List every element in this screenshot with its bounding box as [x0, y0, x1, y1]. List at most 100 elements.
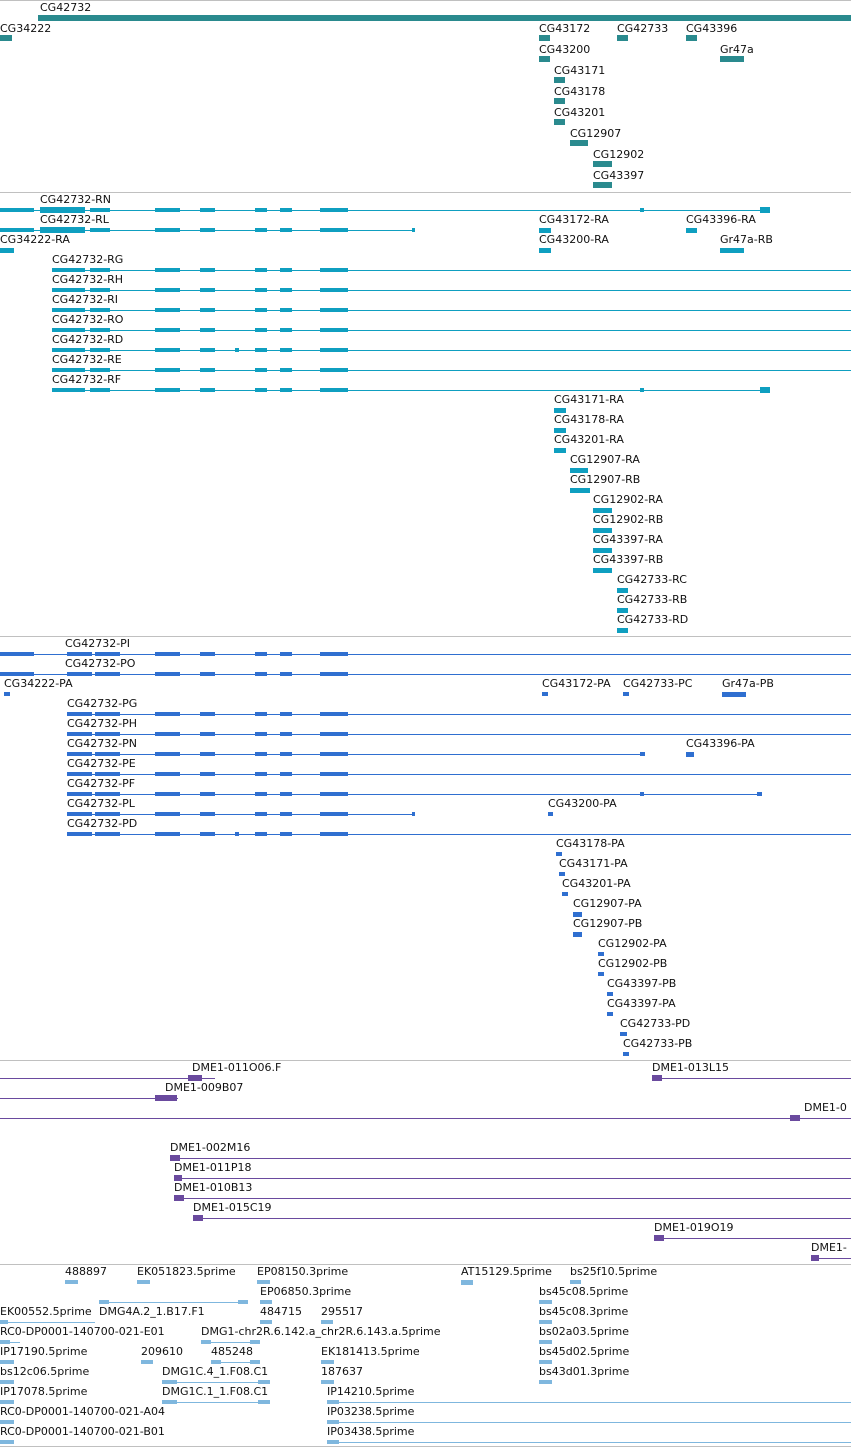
feature-exon-block[interactable] — [255, 308, 267, 312]
feature-exon-block[interactable] — [255, 672, 267, 676]
feature-exon-block[interactable] — [162, 1400, 177, 1404]
feature-exon-block[interactable] — [280, 672, 292, 676]
feature-label[interactable]: DME1-009B07 — [165, 1081, 244, 1094]
feature-exon-block[interactable] — [539, 1360, 552, 1364]
feature-exon-block[interactable] — [573, 932, 582, 937]
feature-label[interactable]: 488897 — [65, 1265, 107, 1278]
feature-label[interactable]: CG12902-PA — [598, 937, 667, 950]
feature-exon-block[interactable] — [67, 732, 92, 736]
feature-exon-block[interactable] — [200, 288, 215, 292]
feature-exon-block[interactable] — [640, 208, 644, 212]
feature-exon-block[interactable] — [200, 812, 215, 816]
feature-exon-block[interactable] — [200, 712, 215, 716]
feature-exon-block[interactable] — [623, 1052, 629, 1056]
feature-exon-block[interactable] — [200, 652, 215, 656]
feature-label[interactable]: CG12902-RB — [593, 513, 664, 526]
feature-exon-block[interactable] — [686, 228, 697, 233]
feature-exon-block[interactable] — [623, 692, 629, 696]
feature-exon-block[interactable] — [554, 77, 565, 83]
feature-exon-block[interactable] — [280, 752, 292, 756]
feature-exon-block[interactable] — [0, 35, 12, 41]
feature-label[interactable]: CG43201-PA — [562, 877, 631, 890]
feature-label[interactable]: DME1- — [811, 1241, 847, 1254]
feature-exon-block[interactable] — [320, 208, 348, 212]
feature-exon-block[interactable] — [95, 652, 120, 656]
feature-exon-block[interactable] — [321, 1360, 334, 1364]
feature-exon-block[interactable] — [617, 628, 628, 633]
feature-exon-block[interactable] — [280, 772, 292, 776]
feature-label[interactable]: CG43397 — [593, 169, 645, 182]
feature-label[interactable]: DME1-019O19 — [654, 1221, 734, 1234]
feature-exon-block[interactable] — [593, 161, 612, 167]
feature-exon-block[interactable] — [255, 368, 267, 372]
feature-label[interactable]: CG43396-RA — [686, 213, 756, 226]
feature-exon-block[interactable] — [255, 752, 267, 756]
feature-exon-block[interactable] — [280, 208, 292, 212]
feature-exon-block[interactable] — [155, 772, 180, 776]
feature-exon-block[interactable] — [95, 772, 120, 776]
feature-label[interactable]: CG43397-RB — [593, 553, 664, 566]
feature-label[interactable]: CG43171-RA — [554, 393, 624, 406]
feature-exon-block[interactable] — [90, 388, 110, 392]
feature-exon-block[interactable] — [255, 792, 267, 796]
feature-exon-block[interactable] — [640, 792, 644, 796]
feature-exon-block[interactable] — [760, 207, 770, 213]
feature-label[interactable]: CG42732-RI — [52, 293, 119, 306]
feature-exon-block[interactable] — [40, 207, 85, 213]
feature-label[interactable]: Gr47a-RB — [720, 233, 773, 246]
feature-exon-block[interactable] — [95, 812, 120, 816]
feature-exon-block[interactable] — [255, 228, 267, 232]
feature-label[interactable]: CG42733 — [617, 22, 669, 35]
feature-exon-block[interactable] — [162, 1380, 177, 1384]
feature-exon-block[interactable] — [67, 812, 92, 816]
feature-label[interactable]: IP17190.5prime — [0, 1345, 88, 1358]
feature-label[interactable]: CG34222-RA — [0, 233, 70, 246]
feature-exon-block[interactable] — [52, 288, 85, 292]
feature-exon-block[interactable] — [235, 832, 239, 836]
feature-exon-block[interactable] — [790, 1115, 800, 1121]
feature-exon-block[interactable] — [200, 732, 215, 736]
feature-exon-block[interactable] — [280, 368, 292, 372]
feature-exon-block[interactable] — [90, 228, 110, 232]
feature-exon-block[interactable] — [255, 832, 267, 836]
feature-label[interactable]: CG43172-PA — [542, 677, 611, 690]
feature-exon-block[interactable] — [542, 692, 548, 696]
feature-label[interactable]: CG12907-RA — [570, 453, 640, 466]
feature-exon-block[interactable] — [90, 288, 110, 292]
feature-exon-block[interactable] — [235, 348, 239, 352]
feature-label[interactable]: CG12902 — [593, 148, 645, 161]
feature-exon-block[interactable] — [320, 228, 348, 232]
feature-label[interactable]: CG42733-RB — [617, 593, 688, 606]
feature-exon-block[interactable] — [0, 1340, 10, 1344]
feature-exon-block[interactable] — [0, 1440, 14, 1444]
feature-exon-block[interactable] — [320, 672, 348, 676]
feature-exon-block[interactable] — [258, 1400, 270, 1404]
feature-exon-block[interactable] — [461, 1280, 473, 1285]
feature-label[interactable]: IP14210.5prime — [327, 1385, 415, 1398]
feature-exon-block[interactable] — [238, 1300, 248, 1304]
feature-label[interactable]: CG43200-PA — [548, 797, 617, 810]
feature-label[interactable]: CG42732 — [40, 1, 92, 14]
feature-label[interactable]: CG42732-RH — [52, 273, 124, 286]
feature-exon-block[interactable] — [320, 368, 348, 372]
feature-exon-block[interactable] — [0, 228, 34, 232]
feature-exon-block[interactable] — [257, 1280, 270, 1284]
feature-exon-block[interactable] — [640, 388, 644, 392]
feature-exon-block[interactable] — [188, 1075, 202, 1081]
feature-exon-block[interactable] — [200, 832, 215, 836]
feature-exon-block[interactable] — [320, 752, 348, 756]
feature-exon-block[interactable] — [321, 1380, 334, 1384]
feature-exon-block[interactable] — [539, 1320, 552, 1324]
feature-label[interactable]: CG43172-RA — [539, 213, 609, 226]
feature-exon-block[interactable] — [255, 652, 267, 656]
feature-exon-block[interactable] — [67, 792, 92, 796]
feature-exon-block[interactable] — [200, 328, 215, 332]
feature-exon-block[interactable] — [155, 388, 180, 392]
feature-label[interactable]: CG42732-RG — [52, 253, 124, 266]
feature-exon-block[interactable] — [654, 1235, 664, 1241]
feature-label[interactable]: CG34222 — [0, 22, 52, 35]
feature-exon-block[interactable] — [90, 208, 110, 212]
feature-label[interactable]: CG12907-PA — [573, 897, 642, 910]
feature-label[interactable]: CG42732-RO — [52, 313, 124, 326]
feature-exon-block[interactable] — [0, 1420, 14, 1424]
